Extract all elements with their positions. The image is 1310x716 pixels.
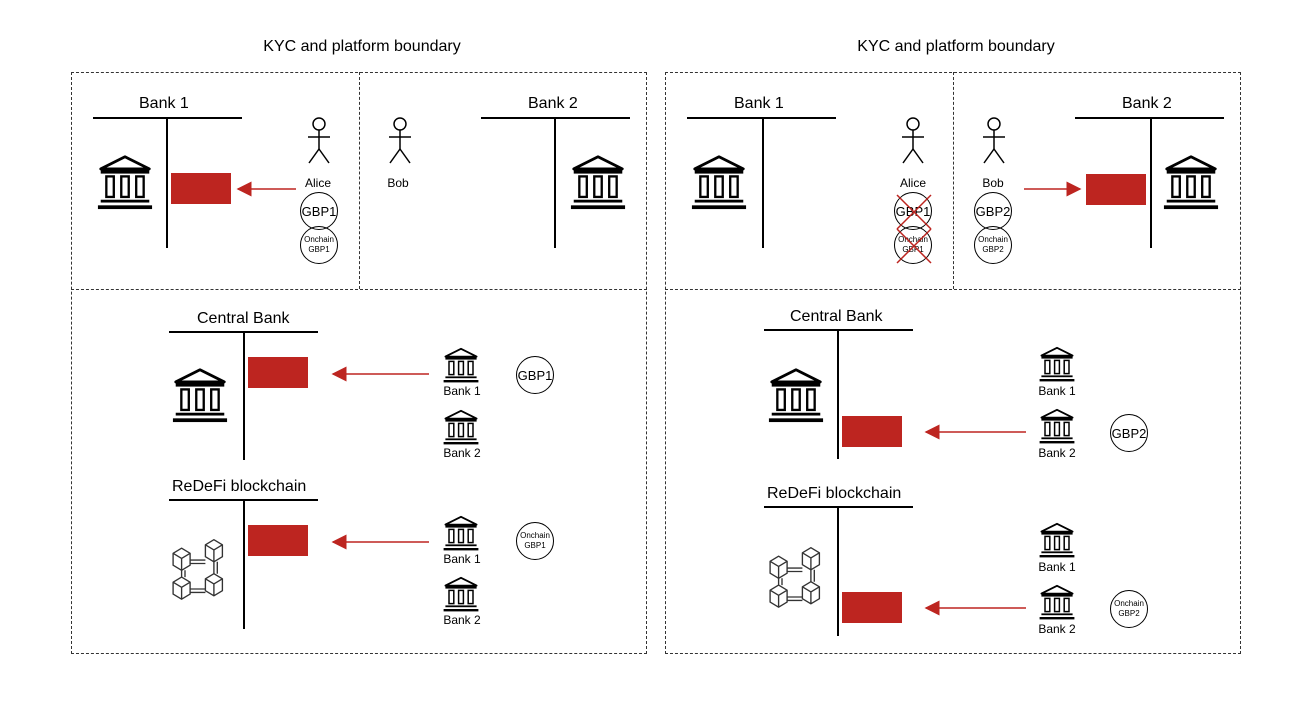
- left-bob-person-icon: [388, 117, 412, 164]
- left-rd-balance-bar: [248, 525, 308, 556]
- right-divider-horizontal: [665, 289, 1241, 290]
- left-rd-bank2-label: Bank 2: [443, 613, 481, 627]
- left-central-bank-title: Central Bank: [197, 310, 290, 327]
- right-cb-bank1-icon: [1038, 346, 1076, 382]
- left-rd-bank2-icon: [442, 576, 480, 612]
- left-alice-person-icon: [307, 117, 331, 164]
- left-redefi-title: ReDeFi blockchain: [172, 478, 307, 495]
- left-bank2-bank-icon: [569, 155, 627, 210]
- right-alice-label: Alice: [899, 176, 926, 190]
- right-rd-onchain-line2: GBP2: [1118, 609, 1140, 618]
- right-rd-bank2-label: Bank 2: [1038, 622, 1076, 636]
- left-alice-onchain-line1: Onchain: [304, 235, 334, 244]
- left-divider-horizontal: [71, 289, 647, 290]
- left-alice-gbp1-text: GBP1: [301, 203, 337, 219]
- left-cb-gbp1-text: GBP1: [517, 367, 553, 383]
- left-alice-label: Alice: [304, 176, 331, 190]
- left-rd-onchain-line2: GBP1: [524, 541, 546, 550]
- right-alice-gbp1-cross-icon: [896, 194, 932, 230]
- right-rd-bank1-icon: [1038, 522, 1076, 558]
- left-divider-vertical: [359, 72, 360, 289]
- right-alice-onchain-line2: GBP1: [902, 245, 924, 254]
- right-bob-onchain-line2: GBP2: [982, 245, 1004, 254]
- left-cb-bank2-icon: [442, 409, 480, 445]
- right-rd-bank2-icon: [1038, 584, 1076, 620]
- right-rd-ledger-divider: [837, 506, 839, 636]
- right-cb-gbp2-coin: GBP2: [1110, 414, 1148, 452]
- right-alice-onchain-cross-icon: [896, 228, 932, 264]
- right-cb-ledger-divider: [837, 329, 839, 459]
- left-rd-blockchain-icon: [172, 539, 224, 600]
- left-cb-bank2-label: Bank 2: [443, 446, 481, 460]
- right-bob-onchain-line1: Onchain: [978, 235, 1008, 244]
- right-cb-bank1-label: Bank 1: [1038, 384, 1076, 398]
- right-bank2-title: Bank 2: [1122, 95, 1172, 112]
- left-cb-bank-icon: [171, 368, 229, 423]
- left-cb-gbp1-coin: GBP1: [516, 356, 554, 394]
- right-bob-person-icon: [982, 117, 1006, 164]
- left-bank1-title: Bank 1: [139, 95, 189, 112]
- left-rd-onchain-line1: Onchain: [520, 531, 550, 540]
- right-bank1-ledger-divider: [762, 117, 764, 248]
- right-central-bank-title: Central Bank: [790, 308, 883, 325]
- right-rd-arrow: [924, 600, 1026, 616]
- right-bank2-arrow: [1024, 181, 1082, 197]
- right-cb-bank2-icon: [1038, 408, 1076, 444]
- left-alice-onchain-line2: GBP1: [308, 245, 330, 254]
- left-bank2-ledger-divider: [554, 117, 556, 248]
- left-bank1-bank-icon: [96, 155, 154, 210]
- right-bank2-ledger-divider: [1150, 117, 1152, 248]
- left-bank1-arrow: [236, 181, 296, 197]
- right-bob-gbp2-coin: GBP2: [974, 192, 1012, 230]
- left-cb-balance-bar: [248, 357, 308, 388]
- right-bank2-balance-bar: [1086, 174, 1146, 205]
- right-alice-person-icon: [901, 117, 925, 164]
- left-bob-label: Bob: [387, 176, 409, 190]
- left-bank1-balance-bar: [171, 173, 231, 204]
- left-cb-arrow: [331, 366, 429, 382]
- right-bob-gbp2-text: GBP2: [975, 203, 1011, 219]
- right-rd-blockchain-icon: [769, 547, 821, 608]
- right-rd-onchain-line1: Onchain: [1114, 599, 1144, 608]
- right-divider-vertical: [953, 72, 954, 289]
- left-rd-arrow: [331, 534, 429, 550]
- right-redefi-title: ReDeFi blockchain: [767, 485, 902, 502]
- right-cb-bank-icon: [767, 368, 825, 423]
- right-alice-onchain-line1: Onchain: [898, 235, 928, 244]
- left-panel-title: KYC and platform boundary: [263, 38, 461, 55]
- left-bank2-title: Bank 2: [528, 95, 578, 112]
- right-bank2-bank-icon: [1162, 155, 1220, 210]
- right-bank1-ledger-top: [687, 117, 836, 119]
- left-cb-bank1-label: Bank 1: [443, 384, 481, 398]
- right-cb-bank2-label: Bank 2: [1038, 446, 1076, 460]
- left-rd-ledger-divider: [243, 499, 245, 629]
- right-cb-arrow: [924, 424, 1026, 440]
- left-rd-bank1-label: Bank 1: [443, 552, 481, 566]
- right-bank1-bank-icon: [690, 155, 748, 210]
- right-bank1-title: Bank 1: [734, 95, 784, 112]
- right-bob-label: Bob: [982, 176, 1004, 190]
- right-cb-gbp2-text: GBP2: [1111, 425, 1147, 441]
- left-alice-gbp1-coin: GBP1: [300, 192, 338, 230]
- right-panel-title: KYC and platform boundary: [857, 38, 1055, 55]
- left-bank1-ledger-divider: [166, 117, 168, 248]
- right-bank2-ledger-top: [1075, 117, 1224, 119]
- right-cb-balance-bar: [842, 416, 902, 447]
- right-rd-bank1-label: Bank 1: [1038, 560, 1076, 574]
- left-cb-ledger-divider: [243, 331, 245, 460]
- left-rd-bank1-icon: [442, 515, 480, 551]
- right-rd-balance-bar: [842, 592, 902, 623]
- left-cb-bank1-icon: [442, 347, 480, 383]
